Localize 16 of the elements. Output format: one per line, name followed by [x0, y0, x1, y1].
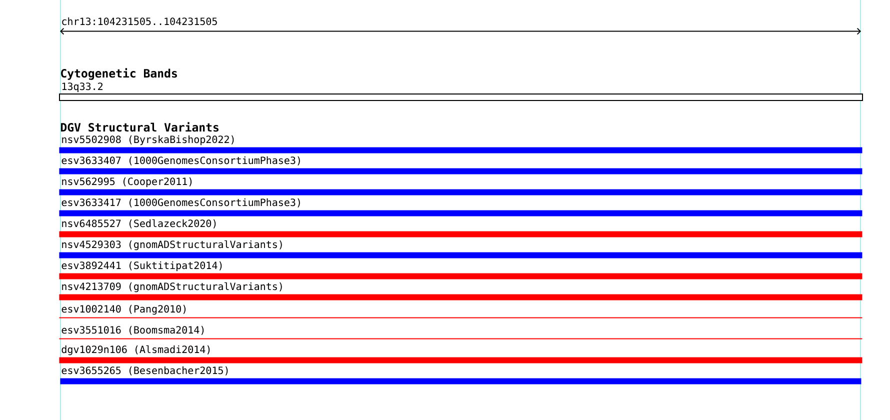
feature-label: esv3633417 (1000GenomesConsortiumPhase3)	[62, 198, 300, 208]
feature-label: esv3633407 (1000GenomesConsortiumPhase3)	[62, 156, 300, 166]
feature-label: nsv5502908 (ByrskaBishop2022)	[62, 135, 234, 146]
feature-label: dgv1029n106 (Alsmadi2014)	[62, 345, 210, 356]
feature-label: nsv4529303 (gnomADStructuralVariants)	[62, 240, 282, 250]
track-heading: DGV Structural Variants	[60, 122, 218, 132]
feature-label: nsv6485527 (Sedlazeck2020)	[62, 219, 216, 228]
feature-label: esv3551016 (Boomsma2014)	[62, 326, 204, 335]
feature-label: esv3892441 (Suktitipat2014)	[62, 261, 222, 272]
track-heading: Cytogenetic Bands	[61, 68, 177, 80]
feature-label: nsv562995 (Cooper2011)	[62, 177, 192, 188]
band-label: 13q33.2	[62, 82, 102, 92]
feature-label: esv1002140 (Pang2010)	[62, 304, 186, 315]
region-label: chr13:104231505..104231505	[62, 17, 217, 26]
feature-label: nsv4213709 (gnomADStructuralVariants)	[62, 282, 282, 292]
feature-label: esv3655265 (Besenbacher2015)	[62, 366, 228, 376]
